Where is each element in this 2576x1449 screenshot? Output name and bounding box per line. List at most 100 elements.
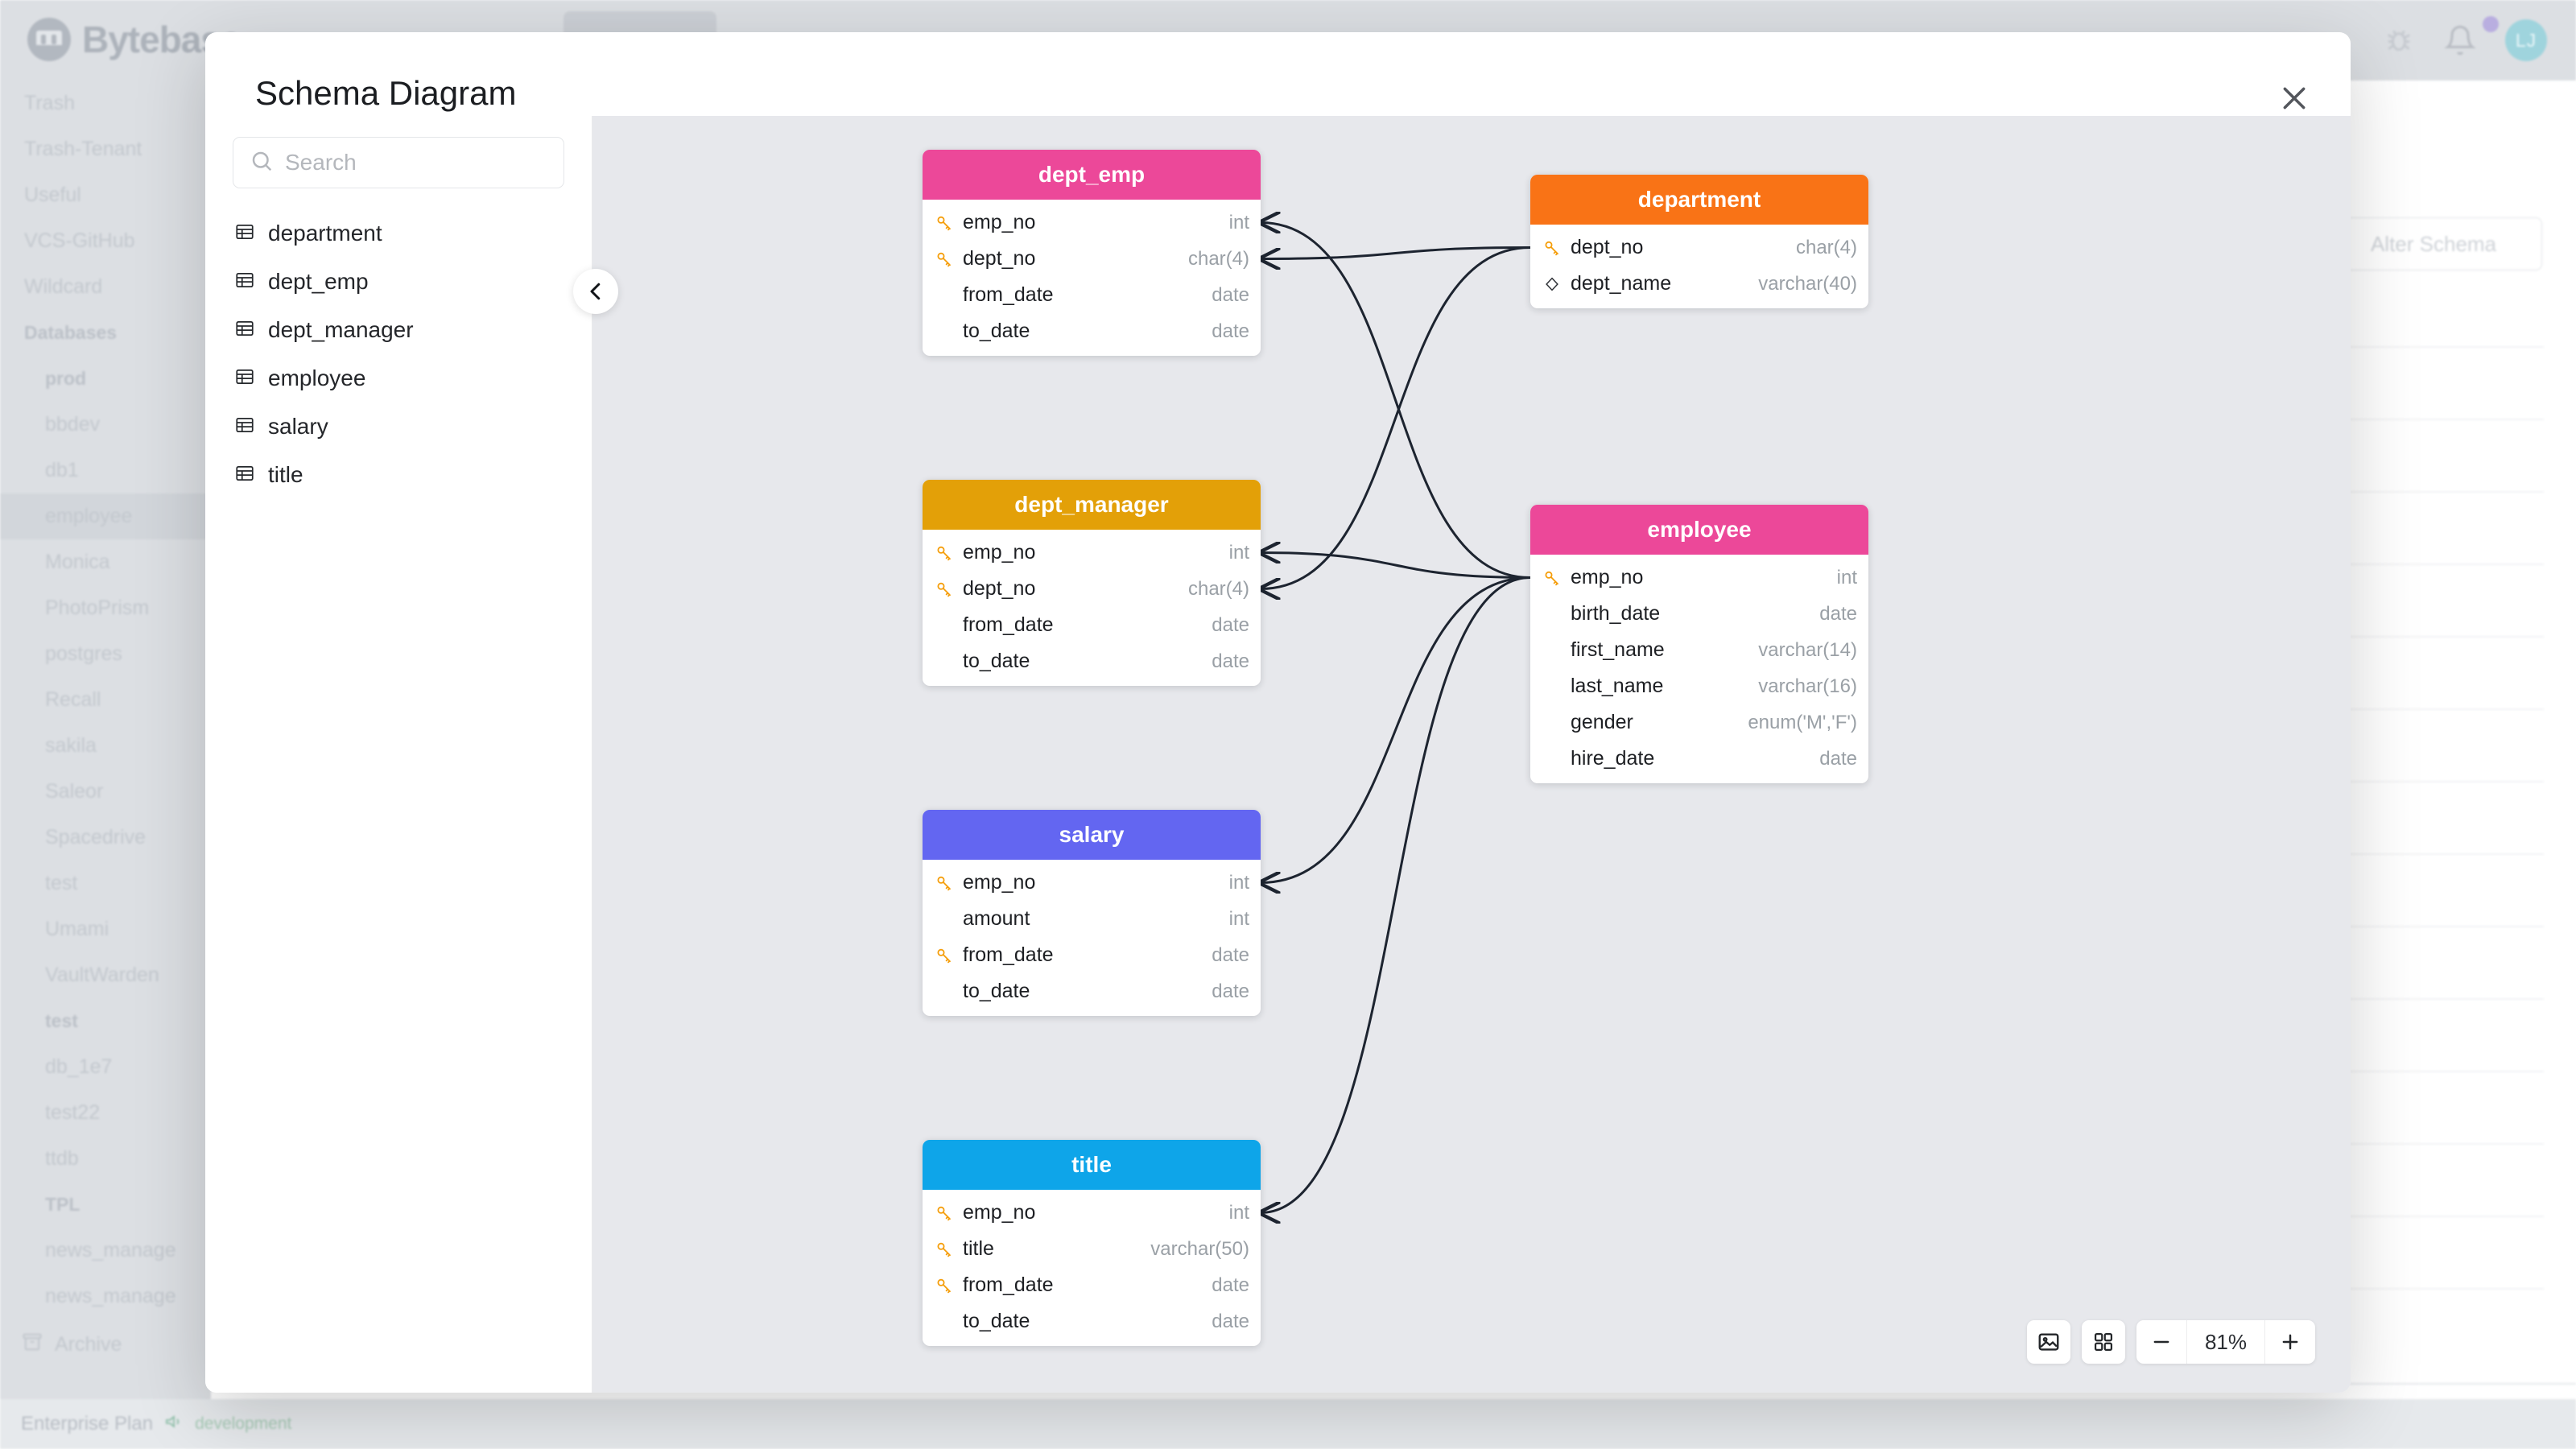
sidebar-item-test[interactable]: test xyxy=(0,998,211,1044)
alter-schema-button[interactable]: Alter Schema xyxy=(2325,217,2542,270)
table-icon xyxy=(234,415,255,440)
table-list-item-label: salary xyxy=(268,414,328,439)
sidebar-item-useful[interactable]: Useful xyxy=(0,172,211,218)
zoom-in-button[interactable] xyxy=(2265,1320,2315,1364)
zoom-out-button[interactable] xyxy=(2136,1320,2186,1364)
sidebar-item-saleor[interactable]: Saleor xyxy=(0,769,211,815)
column-type: date xyxy=(1819,747,1857,770)
column-type: char(4) xyxy=(1187,577,1249,600)
column-type: int xyxy=(1228,907,1249,930)
chevron-left-icon[interactable] xyxy=(573,269,618,314)
column-type: int xyxy=(1228,541,1249,564)
sidebar-item-label: Umami xyxy=(45,918,109,940)
sidebar-item-news-manage[interactable]: news_manage xyxy=(0,1274,211,1319)
app-footer: Enterprise Plan development xyxy=(0,1399,2576,1449)
sidebar-item-trash-tenant[interactable]: Trash-Tenant xyxy=(0,126,211,172)
column-name: from_date xyxy=(963,283,1054,306)
key-icon xyxy=(934,543,955,564)
sidebar-item-vaultwarden[interactable]: VaultWarden xyxy=(0,952,211,998)
column-name: title xyxy=(963,1237,994,1260)
sidebar-item-label: db1 xyxy=(45,459,79,481)
sidebar-item-test[interactable]: test xyxy=(0,861,211,906)
edge-dept_emp-department xyxy=(1261,246,1531,259)
search-box[interactable] xyxy=(233,137,564,188)
table-list-item-salary[interactable]: salary xyxy=(205,402,592,451)
sidebar-item-label: VCS-GitHub xyxy=(24,229,135,252)
column-name: hire_date xyxy=(1571,747,1655,770)
table-icon xyxy=(234,270,255,295)
close-icon[interactable] xyxy=(2275,79,2314,118)
column-name: to_date xyxy=(963,1310,1030,1332)
sidebar-item-archive[interactable]: Archive xyxy=(0,1322,211,1367)
sidebar-item-vcs-github[interactable]: VCS-GitHub xyxy=(0,218,211,264)
sidebar-item-postgres[interactable]: postgres xyxy=(0,631,211,677)
key-icon xyxy=(934,1203,955,1224)
edge-title-employee xyxy=(1261,576,1531,1213)
column-name: dept_name xyxy=(1571,272,1672,295)
no-key-icon xyxy=(1542,640,1563,661)
column-type: char(4) xyxy=(1187,247,1249,270)
sidebar-item-prod[interactable]: prod xyxy=(0,356,211,402)
sidebar-item-employee[interactable]: employee xyxy=(0,493,211,539)
sidebar-item-label: Saleor xyxy=(45,780,104,803)
sidebar-item-photoprism[interactable]: PhotoPrism xyxy=(0,585,211,631)
image-export-icon[interactable] xyxy=(2027,1320,2070,1364)
sidebar-item-spacedrive[interactable]: Spacedrive xyxy=(0,815,211,861)
table-list-item-title[interactable]: title xyxy=(205,451,592,499)
table-list-item-dept_emp[interactable]: dept_emp xyxy=(205,258,592,306)
column-type: int xyxy=(1228,871,1249,894)
sidebar-item-umami[interactable]: Umami xyxy=(0,906,211,952)
sidebar-item-db1[interactable]: db1 xyxy=(0,448,211,493)
edge-dept_manager-department xyxy=(1261,246,1531,589)
table-list-item-department[interactable]: department xyxy=(205,209,592,258)
table-list-item-employee[interactable]: employee xyxy=(205,354,592,402)
sidebar-item-news-manage[interactable]: news_manage xyxy=(0,1228,211,1274)
sidebar-item-ttdb[interactable]: ttdb xyxy=(0,1136,211,1182)
column-type: date xyxy=(1212,283,1249,306)
bell-icon[interactable] xyxy=(2444,24,2476,56)
sidebar-item-sakila[interactable]: sakila xyxy=(0,723,211,769)
page-title: Schema Diagram xyxy=(255,74,517,112)
bug-icon[interactable] xyxy=(2383,24,2415,56)
sidebar-item-wildcard[interactable]: Wildcard xyxy=(0,264,211,310)
sidebar-item-monica[interactable]: Monica xyxy=(0,539,211,585)
column-name: gender xyxy=(1571,711,1633,733)
column-row: last_name varchar(16) xyxy=(1530,668,1868,704)
sidebar-item-label: test22 xyxy=(45,1101,101,1124)
sidebar-item-label: test xyxy=(45,1010,78,1031)
sidebar-item-trash[interactable]: Trash xyxy=(0,80,211,126)
sidebar-item-bbdev[interactable]: bbdev xyxy=(0,402,211,448)
sidebar-item-label: Wildcard xyxy=(24,275,103,298)
column-type: date xyxy=(1212,943,1249,966)
search-input[interactable] xyxy=(285,150,547,175)
column-name: from_date xyxy=(963,943,1054,966)
table-node-title: title xyxy=(923,1140,1261,1190)
table-list-item-dept_manager[interactable]: dept_manager xyxy=(205,306,592,354)
column-type: varchar(16) xyxy=(1758,675,1857,697)
column-name: emp_no xyxy=(1571,566,1644,588)
sidebar-item-label: Monica xyxy=(45,551,110,573)
sidebar-item-recall[interactable]: Recall xyxy=(0,677,211,723)
grid-layout-icon[interactable] xyxy=(2082,1320,2125,1364)
sidebar-item-tpl[interactable]: TPL xyxy=(0,1182,211,1228)
search-icon xyxy=(250,149,274,177)
canvas-toolbar: 81% xyxy=(2027,1320,2315,1364)
avatar[interactable]: LJ xyxy=(2505,19,2547,61)
column-name: last_name xyxy=(1571,675,1664,697)
sidebar-item-db-1e7[interactable]: db_1e7 xyxy=(0,1044,211,1090)
sidebar-item-test22[interactable]: test22 xyxy=(0,1090,211,1136)
no-key-icon xyxy=(934,321,955,342)
